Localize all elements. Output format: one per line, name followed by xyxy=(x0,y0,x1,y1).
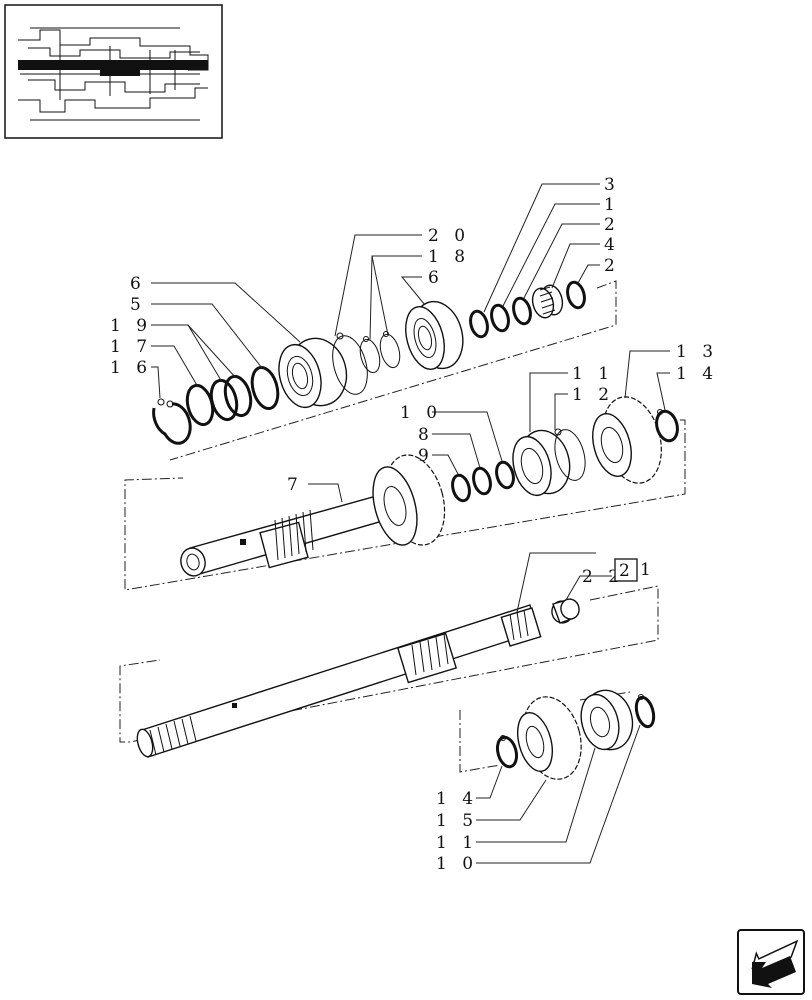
ball-bearing-11a[interactable] xyxy=(507,425,577,500)
circlip-14b[interactable] xyxy=(494,735,519,769)
callout-13: 1 3 xyxy=(676,342,718,362)
washer-2b[interactable] xyxy=(565,280,587,310)
callout-3: 3 xyxy=(604,175,620,195)
washer-9[interactable] xyxy=(450,473,472,503)
splined-shaft-21[interactable] xyxy=(135,604,542,758)
gear-on-shaft-7[interactable] xyxy=(365,448,454,551)
callout-6a: 6 xyxy=(428,268,444,288)
o-ring-19a[interactable] xyxy=(207,378,241,423)
callout-12: 1 2 xyxy=(572,385,614,405)
circlip-14a[interactable] xyxy=(653,409,680,443)
callout-7: 7 xyxy=(287,475,303,495)
needle-bearing-4[interactable] xyxy=(529,283,565,320)
callout-18: 1 8 xyxy=(428,247,470,267)
callout-10b: 1 0 xyxy=(436,854,478,874)
circlip-10a[interactable] xyxy=(494,460,516,490)
callout-9: 9 xyxy=(418,446,434,466)
ball-bearing-6-left[interactable] xyxy=(272,332,353,412)
callout-14a: 1 4 xyxy=(676,364,718,384)
snap-ring-20[interactable] xyxy=(327,332,373,398)
callout-21-boxed: 2 xyxy=(614,558,638,582)
callout-20: 2 0 xyxy=(428,226,470,246)
ball-bearing-6-right[interactable] xyxy=(399,296,470,374)
callout-2a: 2 xyxy=(604,215,620,235)
callout-22: 2 2 xyxy=(582,567,624,587)
o-ring-19b[interactable] xyxy=(221,374,255,419)
callout-labels: 3 1 2 4 2 2 0 1 8 6 6 5 1 9 1 7 1 6 1 3 … xyxy=(110,175,718,874)
ball-bearing-11b[interactable] xyxy=(575,685,639,755)
callout-4: 4 xyxy=(604,235,620,255)
washer-1[interactable] xyxy=(489,303,511,333)
callout-17: 1 7 xyxy=(110,337,152,357)
callout-19: 1 9 xyxy=(110,316,152,336)
callout-2b: 2 xyxy=(604,256,620,276)
bush-22[interactable] xyxy=(549,597,581,625)
gear-13[interactable] xyxy=(586,390,670,489)
circlip-18a[interactable] xyxy=(357,336,383,375)
circlip-18b[interactable] xyxy=(377,331,403,370)
group-outline-upper xyxy=(169,280,617,461)
callout-10a: 1 0 xyxy=(400,403,442,423)
hollow-shaft-7[interactable] xyxy=(178,494,387,579)
callout-14b: 1 4 xyxy=(436,789,478,809)
gearbox-section-thumbnail[interactable] xyxy=(4,4,223,139)
callout-8: 8 xyxy=(418,425,434,445)
snap-ring-12[interactable] xyxy=(550,426,591,483)
spacer-3[interactable] xyxy=(468,309,490,339)
callout-6b: 6 xyxy=(130,274,146,294)
callout-21-one: 1 xyxy=(640,560,656,580)
callout-5: 5 xyxy=(130,295,146,315)
leader-lines xyxy=(151,183,670,864)
seal-ring-5[interactable] xyxy=(248,365,282,412)
callout-11a: 1 1 xyxy=(572,364,614,384)
gear-15[interactable] xyxy=(512,690,590,786)
group-outline-lower xyxy=(119,585,659,743)
previous-page-arrow-icon[interactable] xyxy=(737,929,805,995)
callout-16: 1 6 xyxy=(110,358,152,378)
circlip-10b[interactable] xyxy=(633,694,656,729)
washer-8[interactable] xyxy=(471,466,493,496)
callout-1: 1 xyxy=(604,195,620,215)
callout-15: 1 5 xyxy=(436,811,478,831)
circlip-16[interactable] xyxy=(152,398,192,445)
svg-text:2: 2 xyxy=(619,561,635,581)
callout-11b: 1 1 xyxy=(436,833,478,853)
washer-2a[interactable] xyxy=(511,296,533,326)
